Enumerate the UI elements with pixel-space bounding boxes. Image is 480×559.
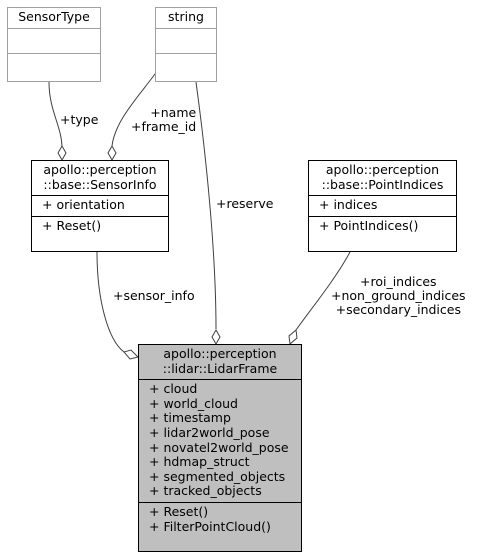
edge-reserve xyxy=(195,81,217,330)
edge-label-line: +roi_indices xyxy=(359,274,437,289)
class-title: SensorType xyxy=(8,8,100,28)
edge-label-line: +name xyxy=(150,105,197,120)
edge-sensor-info xyxy=(96,251,125,353)
class-sensor-type[interactable]: SensorType xyxy=(7,7,101,82)
class-title-line: string xyxy=(168,9,204,24)
class-string[interactable]: string xyxy=(155,7,217,82)
attribute: + hdmap_struct xyxy=(149,454,250,470)
edge-label-line: +sensor_info xyxy=(113,288,195,303)
attribute: + segmented_objects xyxy=(149,468,286,484)
edge-label-sensor-info: +sensor_info xyxy=(113,289,195,303)
attributes-compartment: + indices xyxy=(309,195,456,216)
attribute: + orientation xyxy=(42,197,125,213)
class-title: string xyxy=(156,8,216,28)
class-title: apollo::perception ::base::PointIndices xyxy=(309,161,456,195)
attribute: + tracked_objects xyxy=(149,483,262,499)
class-title: apollo::perception ::lidar::LidarFrame xyxy=(139,345,301,379)
attribute: + timestamp xyxy=(149,410,231,426)
diamond-name xyxy=(107,144,117,162)
edge-type xyxy=(48,81,63,147)
edge-label-line: +reserve xyxy=(216,196,274,211)
class-point-indices[interactable]: apollo::perception ::base::PointIndices … xyxy=(308,160,457,252)
class-sensor-info[interactable]: apollo::perception ::base::SensorInfo + … xyxy=(31,160,169,252)
methods-compartment: + Reset() + FilterPointCloud() xyxy=(139,501,301,537)
attributes-compartment: + orientation xyxy=(32,195,168,216)
class-title-line: apollo::perception xyxy=(325,162,440,177)
diamond-sensor-info xyxy=(123,349,139,360)
edge-label-line: +frame_id xyxy=(131,119,197,134)
class-title-line: apollo::perception xyxy=(163,346,277,361)
attribute: + lidar2world_pose xyxy=(149,424,270,440)
edge-label-name: +name +frame_id xyxy=(131,106,196,134)
methods-compartment xyxy=(156,52,216,77)
attribute: + cloud xyxy=(149,381,198,397)
class-lidar-frame[interactable]: apollo::perception ::lidar::LidarFrame +… xyxy=(138,344,302,552)
method: + FilterPointCloud() xyxy=(149,518,271,534)
edge-indices xyxy=(295,251,351,331)
class-title-line: SensorType xyxy=(18,9,90,24)
diamond-type xyxy=(57,144,67,162)
edge-name xyxy=(111,69,159,147)
edge-label-reserve: +reserve xyxy=(216,197,273,211)
methods-compartment: + Reset() xyxy=(32,215,168,237)
diamond-indices xyxy=(288,329,298,345)
edge-label-line: +type xyxy=(60,112,99,127)
edge-label-line: +non_ground_indices xyxy=(331,288,466,303)
methods-compartment: + PointIndices() xyxy=(309,215,456,237)
edge-label-type: +type xyxy=(60,113,98,127)
attribute: + indices xyxy=(319,197,378,213)
class-title-line: ::base::PointIndices xyxy=(321,176,444,192)
edge-label-line: +secondary_indices xyxy=(335,302,461,317)
class-title: apollo::perception ::base::SensorInfo xyxy=(32,161,168,195)
class-title-line: ::lidar::LidarFrame xyxy=(162,360,278,376)
attribute: + world_cloud xyxy=(149,395,238,411)
diamond-reserve xyxy=(211,328,221,346)
class-title-line: apollo::perception xyxy=(43,162,157,177)
methods-compartment xyxy=(8,52,100,77)
attributes-compartment xyxy=(156,27,216,53)
method: + PointIndices() xyxy=(319,217,419,233)
attributes-compartment: + cloud + world_cloud + timestamp + lida… xyxy=(139,379,301,502)
attribute: + novatel2world_pose xyxy=(149,439,289,455)
method: + Reset() xyxy=(42,217,102,233)
class-title-line: ::base::SensorInfo xyxy=(43,176,157,192)
edge-label-indices: +roi_indices +non_ground_indices +second… xyxy=(331,275,466,317)
attributes-compartment xyxy=(8,27,100,53)
method: + Reset() xyxy=(149,503,209,519)
